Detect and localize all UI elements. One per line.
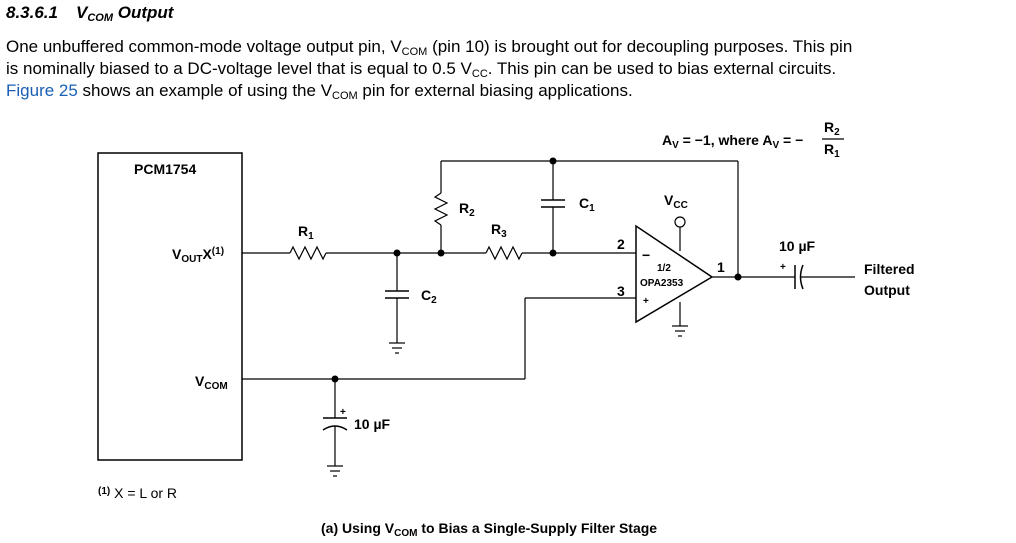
para3-text-a: shows an example of using the V [77, 81, 333, 100]
paragraph-line-1: One unbuffered common-mode voltage outpu… [6, 36, 1014, 58]
vout-label: VOUTX(1) [172, 246, 224, 265]
filtered-output-label-1: Filtered [864, 261, 915, 277]
opamp-name: OPA2353 [640, 278, 684, 289]
section-title-v: V [76, 3, 88, 22]
vcc-label: VCC [664, 192, 688, 211]
gain-denominator: R1 [824, 141, 840, 160]
para1-text-a: One unbuffered common-mode voltage outpu… [6, 37, 402, 56]
section-number: 8.3.6.1 [6, 3, 58, 22]
pcm1754-block [97, 152, 243, 461]
resistor-r3 [485, 245, 523, 261]
paragraph-line-2: is nominally biased to a DC-voltage leve… [6, 58, 1014, 80]
paragraph-line-3: Figure 25 shows an example of using the … [6, 80, 1014, 102]
resistor-r1 [289, 245, 327, 261]
pin-3-label: 3 [617, 283, 625, 299]
figure-caption: (a) Using VCOM to Bias a Single-Supply F… [321, 520, 657, 539]
opamp-half: 1/2 [657, 263, 671, 274]
footnote: (1) X = L or R [98, 485, 177, 501]
vcc-terminal [674, 216, 686, 228]
para3-sub: COM [332, 90, 358, 102]
para2-sub: CC [471, 68, 488, 80]
vcom-label: VCOM [195, 373, 228, 392]
filtered-output-label-2: Output [864, 282, 910, 298]
opamp-triangle [635, 224, 714, 324]
section-title-sub: COM [87, 12, 114, 24]
output-cap-plus: + [780, 262, 786, 273]
gain-equation: AV = −1, where AV = − [662, 132, 803, 151]
para2-text-b: . This pin can be used to bias external … [487, 59, 837, 78]
section-title-rest: Output [117, 3, 174, 22]
para3-text-b: pin for external biasing applications. [357, 81, 633, 100]
output-cap-value: 10 µF [779, 238, 816, 254]
opamp-plus: + [643, 296, 649, 307]
c1-label: C1 [579, 195, 595, 214]
opamp-minus: − [642, 247, 650, 263]
gain-numerator: R2 [824, 119, 840, 138]
vcom-cap-plus: + [340, 407, 346, 418]
r2-label: R2 [459, 200, 475, 219]
para2-text-a: is nominally biased to a DC-voltage leve… [6, 59, 472, 78]
chip-name: PCM1754 [134, 161, 196, 177]
c2-label: C2 [421, 287, 437, 306]
resistor-r2 [433, 192, 449, 226]
pin-1-label: 1 [717, 259, 725, 275]
r3-label: R3 [491, 221, 507, 240]
para1-text-b: (pin 10) is brought out for decoupling p… [427, 37, 853, 56]
r1-label: R1 [298, 223, 314, 242]
para1-sub: COM [401, 46, 428, 58]
section-heading: 8.3.6.1 VCOM Output [6, 3, 173, 24]
figure-25-link[interactable]: Figure 25 [6, 81, 78, 100]
pin-2-label: 2 [617, 236, 625, 252]
vcom-cap-value: 10 µF [354, 416, 391, 432]
